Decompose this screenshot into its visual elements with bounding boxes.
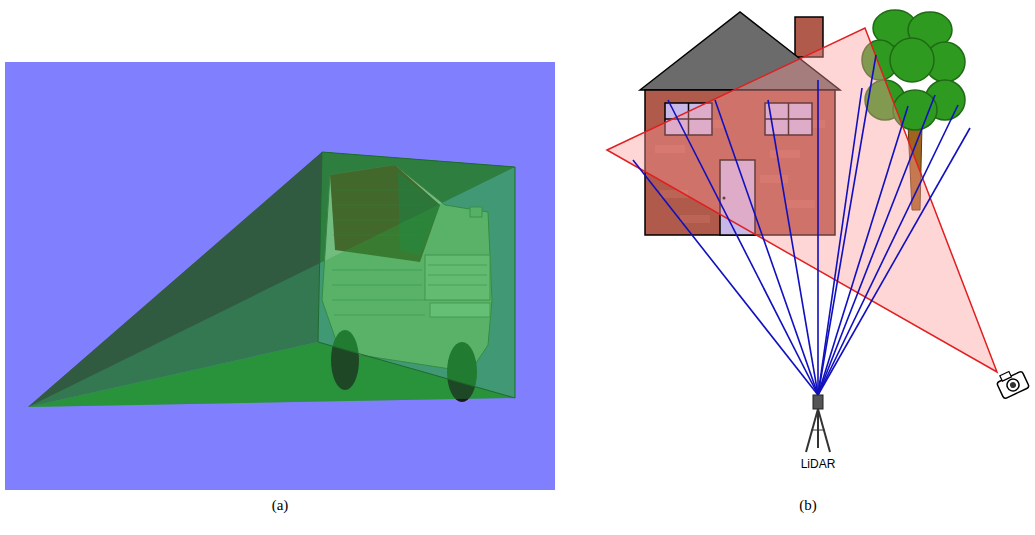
camera-icon — [994, 366, 1029, 399]
panel-label: (a) — [272, 497, 289, 514]
device-label: LiDAR — [801, 458, 836, 471]
frustum-outline — [318, 152, 515, 398]
lidar-tripod — [806, 395, 830, 452]
lidar-rays — [633, 55, 970, 395]
lidar-head — [813, 395, 823, 409]
frustum-right-face — [28, 167, 515, 407]
background-panel — [5, 62, 555, 490]
frustum-top-face — [28, 152, 515, 407]
panel-label: (b) — [799, 497, 817, 514]
